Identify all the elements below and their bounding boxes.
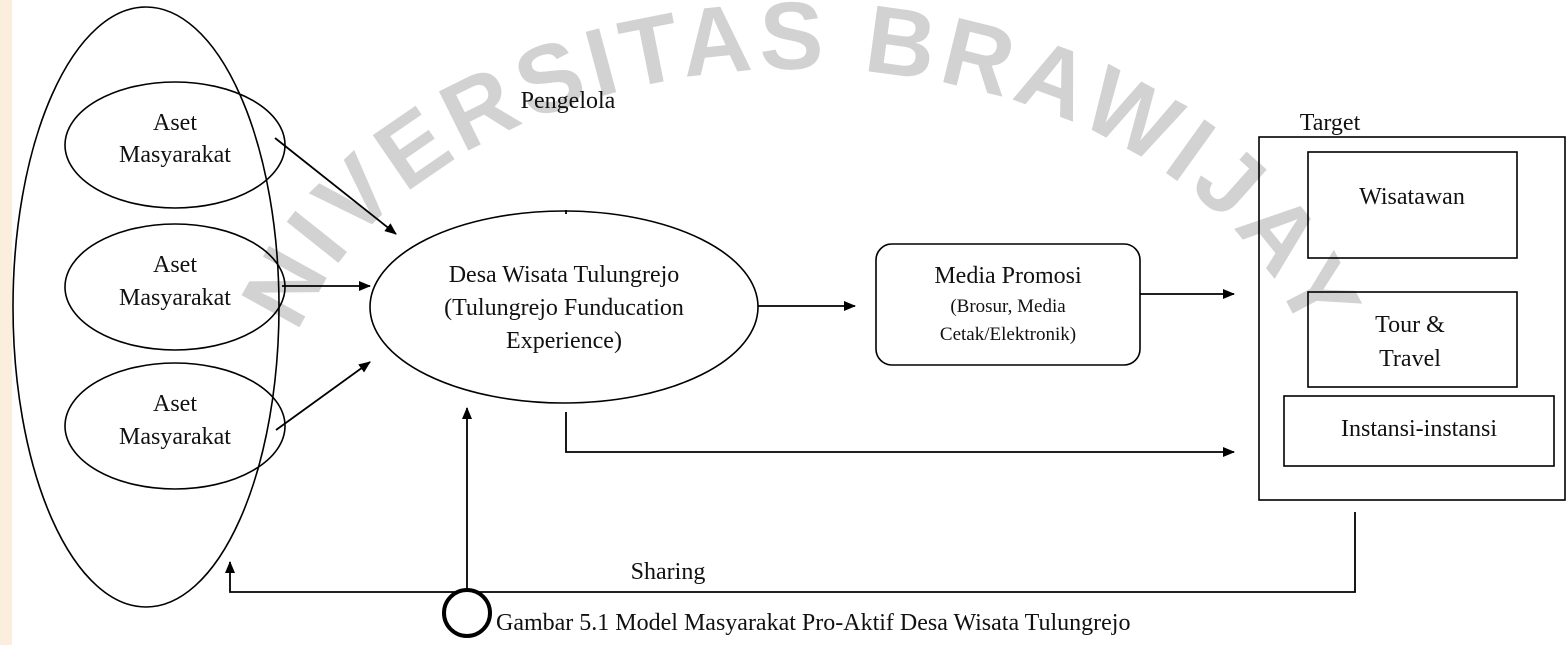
target-item-tourists: Wisatawan (1307, 151, 1518, 259)
asset-node-3: Aset Masyarakat (64, 362, 286, 490)
asset-node-2-line2: Masyarakat (119, 285, 231, 311)
figure-caption: Gambar 5.1 Model Masyarakat Pro-Aktif De… (496, 610, 1130, 636)
arrow-center-to-target (565, 412, 1235, 457)
sharing-label: Sharing (631, 559, 706, 585)
media-line3: Cetak/Elektronik) (940, 324, 1076, 345)
asset-node-1-line2: Masyarakat (119, 142, 231, 168)
media-title: Media Promosi (934, 263, 1082, 289)
asset-node-2-line1: Aset (153, 252, 197, 278)
manager-label: Pengelola (521, 88, 616, 114)
asset-node-3-line2: Masyarakat (119, 424, 231, 450)
page-margin-band (0, 0, 12, 645)
sharing-feedback-loop (225, 512, 1356, 593)
asset-node-3-line1: Aset (153, 391, 197, 417)
target-item-2-line2: Travel (1379, 346, 1441, 372)
target-item-1-line1: Wisatawan (1359, 184, 1465, 210)
asset-node-1: Aset Masyarakat (64, 81, 286, 209)
media-promotion-box: Media Promosi (Brosur, Media Cetak/Elekt… (875, 243, 1141, 366)
center-village-node: Desa Wisata Tulungrejo (Tulungrejo Fundu… (369, 210, 759, 404)
caption-circle (442, 588, 492, 638)
center-node-line1: Desa Wisata Tulungrejo (449, 262, 680, 288)
center-node-line3: Experience) (506, 328, 622, 354)
asset-node-1-line1: Aset (153, 110, 197, 136)
target-container-box (1258, 136, 1566, 501)
target-label: Target (1300, 110, 1361, 136)
arrow-asset1-to-center (274, 137, 397, 235)
target-item-2-line1: Tour & (1375, 312, 1445, 338)
target-item-tour-travel: Tour & Travel (1307, 291, 1518, 388)
asset-node-2: Aset Masyarakat (64, 223, 286, 351)
target-item-institutions: Instansi-instansi (1283, 395, 1555, 467)
center-node-line2: (Tulungrejo Funducation (444, 295, 684, 321)
media-line2: (Brosur, Media (950, 296, 1066, 317)
target-item-3-line1: Instansi-instansi (1341, 416, 1497, 442)
arrow-asset3-to-center (275, 361, 371, 431)
